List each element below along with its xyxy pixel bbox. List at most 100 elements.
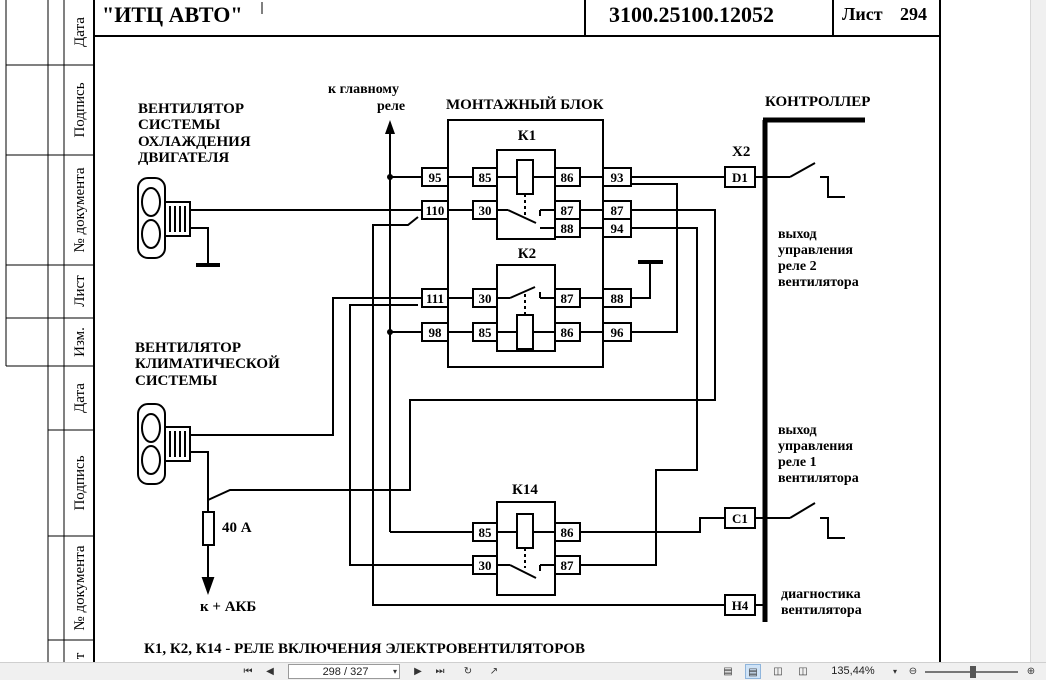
stamp-label-t: т — [72, 652, 88, 659]
sheet-label: Лист — [842, 4, 883, 24]
pin-k1-85: 85 — [479, 170, 493, 185]
pin-k14-30: 30 — [479, 558, 492, 573]
battery-label: к + АКБ — [200, 599, 256, 615]
export-icon[interactable]: ↗ — [489, 666, 499, 677]
junction-dots — [387, 174, 393, 335]
relay-k14-label: К14 — [512, 482, 538, 498]
fuse-40a — [202, 511, 215, 546]
drawing-frame — [93, 0, 941, 662]
controller-title: КОНТРОЛЛЕР — [765, 94, 870, 110]
page-number-input[interactable]: 298 / 327 — [288, 664, 400, 679]
pin-h4: H4 — [732, 598, 749, 613]
vertical-scrollbar[interactable] — [1030, 0, 1046, 662]
out2-label-4: вентилятора — [778, 275, 859, 290]
fan1-label-1: ВЕНТИЛЯТОР — [138, 101, 244, 117]
zoom-out-icon[interactable]: ⊖ — [908, 666, 918, 677]
out2-label-1: выход — [778, 227, 817, 242]
pin-111: 111 — [426, 291, 444, 306]
stamp-label-signature-1: Подпись — [72, 82, 88, 137]
doc-code: 3100.25100.12052 — [609, 2, 774, 27]
margin-stamp — [5, 0, 94, 662]
pin-94: 94 — [611, 221, 625, 236]
stamp-label-date-1: Дата — [72, 17, 88, 47]
pin-k14-87: 87 — [561, 558, 575, 573]
block-title: МОНТАЖНЫЙ БЛОК — [446, 96, 604, 113]
stamp-label-docnum-1: № документа — [72, 167, 88, 252]
margin-stamp-labels: Дата Подпись № документа Лист Изм. Дата … — [72, 17, 88, 660]
out2-label-3: реле 2 — [778, 259, 817, 274]
fuse-label: 40 А — [222, 520, 252, 536]
stamp-label-docnum-2: № документа — [72, 545, 88, 630]
diag-label-1: диагностика — [781, 587, 861, 602]
single-page-view-icon[interactable]: ▤ — [723, 666, 733, 677]
pin-98: 98 — [429, 325, 443, 340]
viewer-toolbar: ⏮ ◀ 298 / 327 ▾ ▶ ⏭ ↻ ↗ ▤ ▤ ◫ ◫ 135,44% … — [0, 662, 1046, 680]
last-page-icon[interactable]: ⏭ — [435, 666, 445, 677]
stamp-label-rev: Изм. — [72, 327, 88, 357]
fan1-label-3: ОХЛАЖДЕНИЯ — [138, 134, 251, 150]
sheet-number: 294 — [900, 4, 927, 24]
caption: К1, К2, К14 - РЕЛЕ ВКЛЮЧЕНИЯ ЭЛЕКТРОВЕНТ… — [144, 641, 585, 657]
pin-k1-87: 87 — [561, 203, 575, 218]
out2-label-2: управления — [778, 243, 853, 258]
fan2-label-1: ВЕНТИЛЯТОР — [135, 340, 241, 356]
relay-k1-body — [496, 149, 556, 240]
pin-110: 110 — [426, 203, 445, 218]
pin-95: 95 — [429, 170, 443, 185]
diag-label-2: вентилятора — [781, 603, 862, 618]
first-page-icon[interactable]: ⏮ — [243, 666, 253, 677]
pin-boxes — [421, 166, 756, 616]
relay-internals — [497, 159, 555, 579]
mounting-block — [447, 119, 604, 368]
main-relay-label-2: реле — [377, 99, 405, 114]
pin-k2-86: 86 — [561, 325, 575, 340]
pin-96: 96 — [611, 325, 625, 340]
pin-k1-86: 86 — [561, 170, 575, 185]
stamp-label-sheet: Лист — [72, 275, 88, 307]
relay-k14-body — [496, 501, 556, 596]
prev-page-icon[interactable]: ◀ — [266, 666, 274, 677]
pin-k2-87: 87 — [561, 291, 575, 306]
zoom-level[interactable]: 135,44% — [831, 665, 875, 677]
zoom-in-icon[interactable]: ⊕ — [1026, 666, 1036, 677]
pin-k14-85: 85 — [479, 525, 493, 540]
pin-88: 88 — [611, 291, 625, 306]
facing-view-icon[interactable]: ◫ — [773, 666, 783, 677]
org-name: "ИТЦ АВТО" — [102, 2, 243, 27]
relay-k1-label: К1 — [518, 128, 536, 144]
stamp-label-date-2: Дата — [72, 383, 88, 413]
pin-k1-88: 88 — [561, 221, 575, 236]
fan1-label-2: СИСТЕМЫ — [138, 117, 221, 133]
out1-label-3: реле 1 — [778, 455, 817, 470]
pin-k2-85: 85 — [479, 325, 493, 340]
main-relay-label-1: к главному — [328, 82, 399, 97]
pin-d1: D1 — [732, 170, 748, 185]
fan1-label-4: ДВИГАТЕЛЯ — [138, 150, 229, 166]
out1-label-4: вентилятора — [778, 471, 859, 486]
pin-c1: C1 — [732, 511, 748, 526]
stamp-label-signature-2: Подпись — [72, 455, 88, 510]
pin-87: 87 — [611, 203, 625, 218]
wiring — [190, 130, 845, 606]
page-dropdown-icon[interactable]: ▾ — [392, 667, 397, 676]
schematic-sheet: Дата Подпись № документа Лист Изм. Дата … — [0, 0, 1046, 662]
fan-cooling — [137, 177, 191, 259]
facing-continuous-view-icon[interactable]: ◫ — [798, 666, 808, 677]
next-page-icon[interactable]: ▶ — [414, 666, 422, 677]
pin-k2-30: 30 — [479, 291, 492, 306]
pin-93: 93 — [611, 170, 625, 185]
pin-k1-30: 30 — [479, 203, 492, 218]
zoom-slider-thumb[interactable] — [970, 666, 976, 678]
out1-label-1: выход — [778, 423, 817, 438]
zoom-dropdown-icon[interactable]: ▾ — [892, 667, 897, 676]
out1-label-2: управления — [778, 439, 853, 454]
pin-k14-86: 86 — [561, 525, 575, 540]
main-relay-arrow — [385, 120, 395, 134]
fan2-label-2: КЛИМАТИЧЕСКОЙ — [135, 355, 280, 372]
x2-label: X2 — [732, 144, 750, 160]
fan-climate — [137, 403, 191, 485]
page-background — [0, 0, 1046, 662]
continuous-view-icon[interactable]: ▤ — [745, 664, 761, 679]
fan2-label-3: СИСТЕМЫ — [135, 373, 218, 389]
rotate-icon[interactable]: ↻ — [463, 666, 473, 677]
